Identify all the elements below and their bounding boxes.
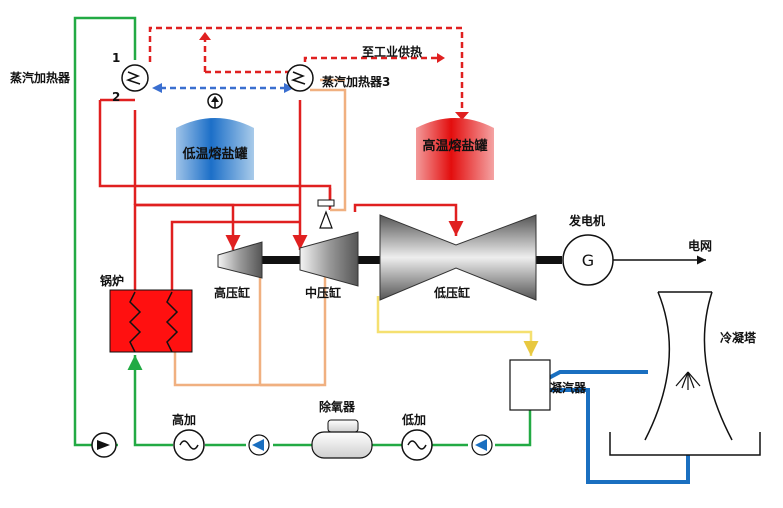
steam-heater-1-label: 蒸汽加热器: [10, 70, 71, 85]
lp-cylinder: [379, 214, 537, 301]
generator: G: [562, 234, 614, 286]
deaerator-label: 除氧器: [319, 399, 356, 414]
pump-icon: [248, 434, 270, 456]
feedwater-line: [73, 16, 532, 447]
arrow-right-icon: [284, 83, 294, 93]
shaft-lp-gen: [536, 256, 562, 264]
main-steam-lines: [98, 98, 464, 290]
pump-icon: [471, 434, 493, 456]
ip-cylinder-label: 中压缸: [305, 285, 341, 300]
condenser: [509, 359, 551, 411]
steam-heater-3-label: 蒸汽加热器3: [322, 74, 390, 89]
hp-heater: [173, 429, 205, 461]
port-2-label: 2: [112, 90, 120, 104]
hp-cylinder-label: 高压缸: [214, 285, 250, 300]
low-temp-salt-tank: 低温熔盐罐: [176, 118, 254, 180]
arrow-to-high-tank: [455, 112, 469, 120]
pump-icon: [91, 432, 117, 458]
generator-symbol: G: [582, 251, 594, 270]
low-tank-label: 低温熔盐罐: [181, 146, 247, 162]
boiler: [109, 289, 193, 353]
grid-label: 电网: [688, 238, 712, 253]
arrow-up-icon: [199, 32, 211, 40]
cooling-tower-label: 冷凝塔: [720, 330, 757, 345]
hp-cylinder: [217, 241, 263, 279]
cooling-tower: [609, 291, 761, 456]
lp-cylinder-label: 低压缸: [433, 285, 470, 300]
shaft-ip-lp: [358, 256, 380, 264]
lp-exhaust-line: [376, 296, 539, 356]
hp-heater-label: 高加: [172, 412, 196, 427]
arrow-left-icon: [152, 83, 162, 93]
high-temp-salt-tank: 高温熔盐罐: [416, 118, 494, 180]
steam-heater-1: [121, 64, 149, 92]
valve-icon: [317, 199, 335, 229]
spray-nozzle-icon: [675, 371, 701, 390]
lp-heater: [401, 429, 433, 461]
high-tank-label: 高温熔盐罐: [422, 138, 487, 154]
steam-heater-3: [286, 64, 314, 92]
lp-heater-label: 低加: [401, 412, 426, 427]
generator-label: 发电机: [568, 213, 605, 228]
shaft-hp-ip: [262, 256, 302, 264]
boiler-label: 锅炉: [100, 273, 124, 288]
ip-cylinder: [299, 231, 359, 287]
arrow-industrial-icon: [437, 53, 445, 63]
pump-up-icon: [207, 93, 223, 109]
reheat-lines: [173, 78, 347, 387]
deaerator: [311, 419, 373, 459]
condenser-label: 凝汽器: [550, 380, 587, 395]
industrial-heat-label: 至工业供热: [362, 44, 422, 59]
port-1-label: 1: [112, 51, 120, 65]
